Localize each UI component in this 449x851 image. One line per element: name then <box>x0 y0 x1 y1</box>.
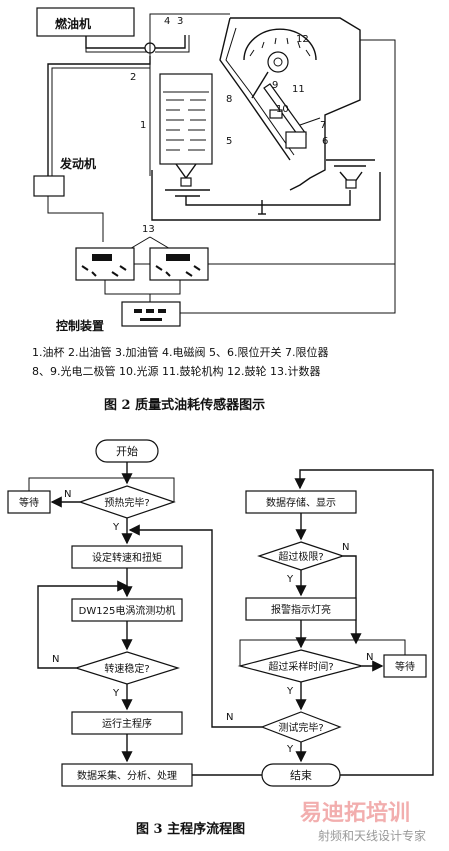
callout-12: 12 <box>296 34 309 45</box>
drum-mechanism <box>267 51 289 73</box>
callout-9: 9 <box>272 80 278 91</box>
start-label: 开始 <box>116 444 138 458</box>
store-label: 数据存储、显示 <box>266 496 336 509</box>
preheat-label: 预热完毕? <box>104 496 149 509</box>
fig3-flowchart: 开始 预热完毕? N 等待 Y 设定转速和扭矩 DW125电涡流测功机 转速稳定… <box>7 439 434 837</box>
end-terminal <box>261 763 341 787</box>
watermark-logo: 易迪拓培训 射频和天线设计专家 <box>300 800 426 843</box>
alarm-label: 报警指示灯亮 <box>271 603 331 616</box>
preheat-no: N <box>64 489 71 500</box>
engine-label: 发动机 <box>59 156 96 171</box>
limit-yes: Y <box>286 574 294 585</box>
callout-7: 7 <box>320 120 326 131</box>
test-done-label: 测试完毕? <box>278 721 323 734</box>
fig2-legend-line1: 1.油杯 2.出油管 3.加油管 4.电磁阀 5、6.限位开关 7.限位器 <box>32 345 328 359</box>
wait-label-1: 等待 <box>19 496 39 509</box>
callout-5: 5 <box>226 136 232 147</box>
dynamometer-label: DW125电涡流测功机 <box>79 604 176 617</box>
speed-stable-no: N <box>52 654 59 665</box>
callout-10: 10 <box>276 104 289 115</box>
fuel-engine-box <box>36 7 135 37</box>
drum-housing <box>230 17 361 191</box>
oil-cup <box>159 73 213 165</box>
callout-11: 11 <box>292 84 305 95</box>
speed-stable-yes: Y <box>112 688 120 699</box>
test-done-no: N <box>226 712 233 723</box>
fig3-caption: 图 3 主程序流程图 <box>136 821 245 837</box>
sample-time-label: 超过采样时间? <box>268 660 333 673</box>
callout-13: 13 <box>142 224 155 235</box>
run-main-label: 运行主程序 <box>102 717 152 730</box>
callout-4: 4 <box>164 16 170 27</box>
fig2-sensor-diagram: 燃油机 发动机 <box>32 7 396 413</box>
set-speed-label: 设定转速和扭矩 <box>92 551 162 564</box>
speed-stable-label: 转速稳定? <box>104 662 149 675</box>
fig2-legend-line2: 8、9.光电二极管 10.光源 11.鼓轮机构 12.鼓轮 13.计数器 <box>32 364 320 378</box>
callout-6: 6 <box>322 136 328 147</box>
control-device-label: 控制装置 <box>56 318 104 333</box>
limit-no: N <box>342 542 349 553</box>
counter-right <box>149 247 209 281</box>
limit-label: 超过极限? <box>278 550 323 563</box>
fig2-caption: 图 2 质量式油耗传感器图示 <box>104 397 265 413</box>
callout-3: 3 <box>177 16 183 27</box>
sample-time-yes: Y <box>286 686 294 697</box>
callout-8: 8 <box>226 94 232 105</box>
fuel-engine-label: 燃油机 <box>55 16 91 31</box>
drum-dial <box>243 28 317 61</box>
callout-2: 2 <box>130 72 136 83</box>
sample-time-no: N <box>366 652 373 663</box>
watermark-brand: 易迪拓培训 <box>300 800 410 826</box>
test-done-yes: Y <box>286 744 294 755</box>
data-proc-label: 数据采集、分析、处理 <box>77 769 177 782</box>
control-device-box <box>121 301 181 327</box>
engine-box <box>33 175 65 197</box>
end-label: 结束 <box>290 769 312 782</box>
watermark-slogan: 射频和天线设计专家 <box>318 828 426 843</box>
callout-1: 1 <box>140 120 146 131</box>
counter-left <box>75 247 135 281</box>
preheat-yes: Y <box>112 522 120 533</box>
watermark: 易迪拓培训 射频和天线设计专家 <box>296 794 448 846</box>
wait-label-2: 等待 <box>395 660 415 673</box>
